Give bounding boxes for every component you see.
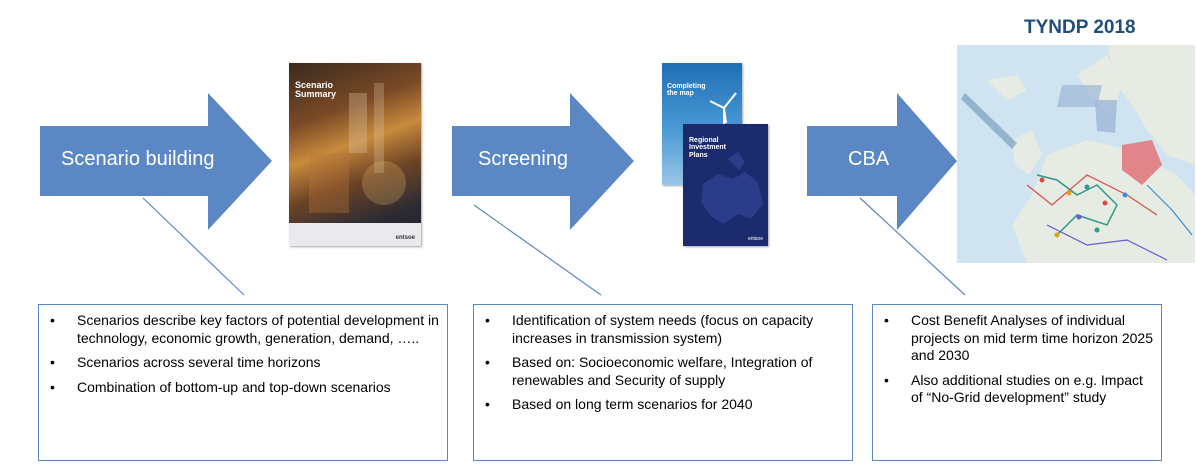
scenario-summary-cover-image: Scenario Summary entsoe — [289, 63, 421, 246]
scenario-building-description-box: • Scenarios describe key factors of poten… — [38, 304, 448, 461]
bullet-dot: • — [50, 378, 55, 395]
cover-title-line: Regional — [689, 137, 719, 144]
bullet-item: • Scenarios across several time horizons — [47, 354, 439, 372]
bullet-text: Also additional studies on e.g. Impact o… — [911, 371, 1143, 406]
cover-title-line: Summary — [295, 89, 337, 100]
europe-grid-map — [957, 45, 1195, 263]
cover-title: Scenario Summary — [295, 80, 337, 100]
bullet-dot: • — [485, 312, 490, 328]
stage-arrow-screening: Screening — [452, 93, 634, 230]
tyndp-europe-map-image — [957, 45, 1195, 263]
arrow-shape — [452, 93, 634, 230]
bullet-item: • Also additional studies on e.g. Impact … — [881, 372, 1153, 407]
cba-description-box: • Cost Benefit Analyses of individual pro… — [872, 304, 1162, 461]
bullet-dot: • — [50, 354, 55, 370]
connector-line — [473, 204, 602, 296]
bullet-text: Combination of bottom-up and top-down sc… — [77, 378, 391, 395]
bullet-item: • Identification of system needs (focus o… — [482, 312, 844, 347]
connector-line — [859, 197, 966, 296]
bullet-text: Scenarios across several time horizons — [77, 354, 321, 370]
bullet-text: Based on: Socioeconomic welfare, Integra… — [512, 354, 813, 388]
cover-artwork — [289, 83, 421, 246]
bullet-dot: • — [50, 312, 55, 328]
cover-title: Regional Investment Plans — [689, 137, 726, 159]
cover-brand: entsoe — [395, 235, 415, 241]
page-title: TYNDP 2018 — [1024, 17, 1136, 38]
bullet-text: Based on long term scenarios for 2040 — [512, 396, 753, 412]
stage-label: CBA — [848, 148, 890, 170]
bullet-item: • Based on long term scenarios for 2040 — [482, 396, 844, 414]
arrow-shape — [40, 93, 272, 230]
connector-line — [142, 197, 245, 296]
arrow-shape — [807, 93, 957, 230]
cover-title-line: Plans — [689, 151, 708, 159]
bullet-dot: • — [485, 396, 490, 412]
stage-label: Screening — [478, 148, 569, 170]
bullet-text: Scenarios describe key factors of potent… — [77, 312, 439, 346]
bullet-dot: • — [485, 354, 490, 370]
cover-title-line: Scenario — [295, 80, 334, 90]
bullet-item: • Scenarios describe key factors of poten… — [47, 312, 439, 347]
bullet-text: Identification of system needs (focus on… — [512, 312, 814, 346]
bullet-dot: • — [884, 371, 889, 388]
europe-map-graphic — [683, 152, 768, 246]
cover-title-line: Investment — [689, 144, 726, 152]
bullet-text: Cost Benefit Analyses of individual proj… — [911, 312, 1153, 363]
bullet-item: • Combination of bottom-up and top-down s… — [47, 379, 439, 397]
stage-label: Scenario building — [61, 148, 215, 170]
bullet-item: • Cost Benefit Analyses of individual pro… — [881, 312, 1153, 365]
cover-title-line: the map — [667, 90, 694, 98]
bullet-dot: • — [884, 312, 889, 328]
regional-investment-plans-cover-image: Regional Investment Plans entsoe — [683, 124, 768, 246]
stage-arrow-scenario-building: Scenario building — [40, 93, 272, 230]
bullet-item: • Based on: Socioeconomic welfare, Integr… — [482, 354, 844, 389]
cover-title-line: Completing — [667, 83, 706, 90]
screening-description-box: • Identification of system needs (focus o… — [473, 304, 853, 461]
stage-arrow-cba: CBA — [807, 93, 957, 230]
cover-brand: entsoe — [747, 236, 763, 242]
cover-title: Completing the map — [667, 83, 706, 98]
